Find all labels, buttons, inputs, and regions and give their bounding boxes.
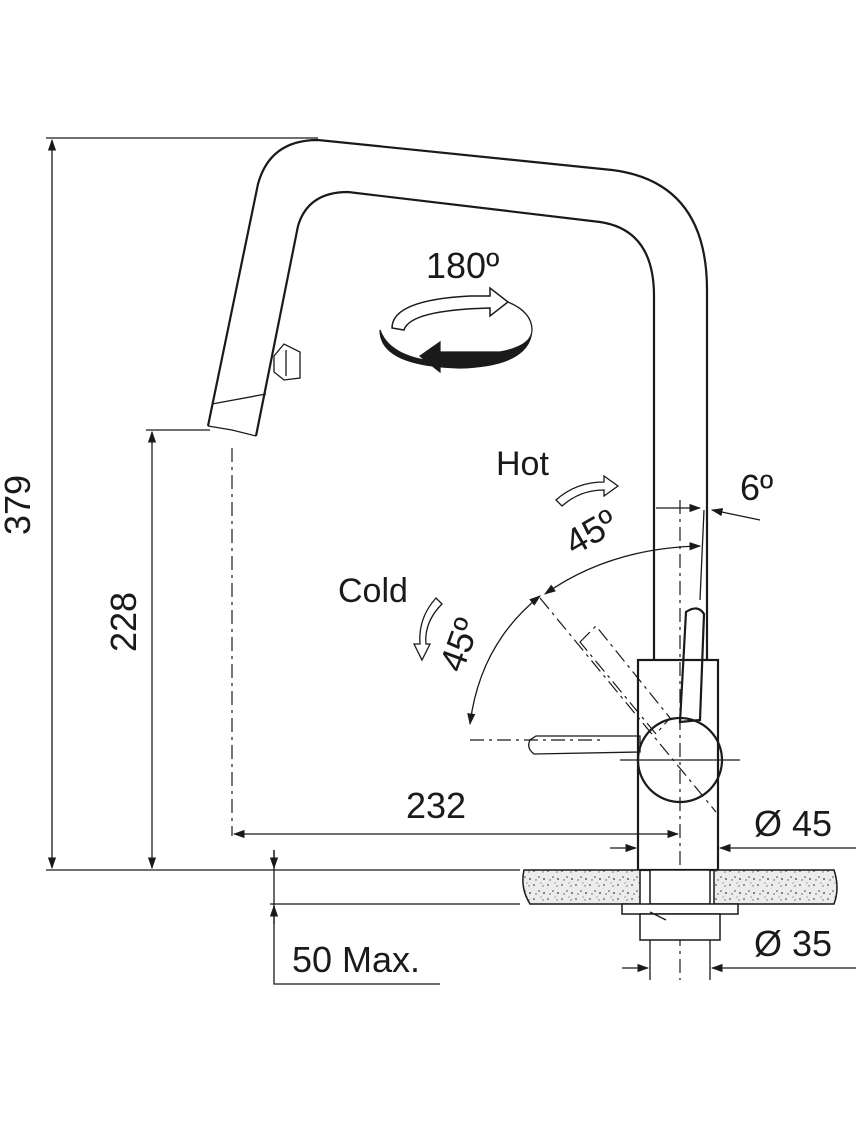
countertop — [522, 869, 838, 941]
spout-height-label: 228 — [103, 592, 144, 652]
cold-label: Cold — [338, 572, 408, 610]
hole-diameter-label: Ø 35 — [754, 923, 832, 964]
spray-button — [273, 343, 301, 381]
hot-arrow-icon — [555, 474, 620, 507]
mount-thickness-label: 50 Max. — [292, 939, 420, 980]
hot-label: Hot — [496, 445, 549, 483]
faucet-spout — [206, 138, 709, 660]
rotation-arrow-icon — [379, 286, 533, 374]
total-height-label: 379 — [0, 475, 38, 535]
hot-angle-label: 45º — [558, 501, 625, 563]
lever-tilt-label: 6º — [740, 467, 773, 508]
cold-arrow-icon — [412, 597, 443, 662]
angle-arcs — [467, 503, 761, 726]
dimension-lines — [46, 137, 856, 985]
body-diameter-label: Ø 45 — [754, 803, 832, 844]
swivel-angle-label: 180º — [426, 245, 499, 286]
cold-angle-label: 45º — [431, 613, 488, 677]
reach-label: 232 — [406, 785, 466, 826]
